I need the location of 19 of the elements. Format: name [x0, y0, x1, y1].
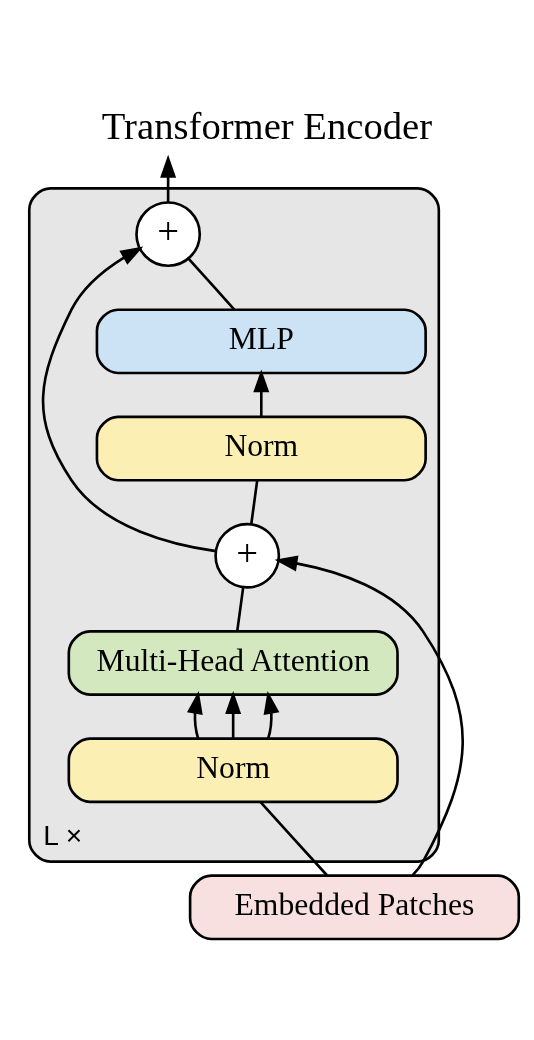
connector [250, 480, 259, 525]
node-box: Norm [67, 737, 399, 804]
arrow [186, 691, 203, 739]
arrow [263, 691, 280, 739]
node-box: Embedded Patches [188, 874, 521, 941]
node-box: Multi-Head Attention [67, 630, 399, 696]
arrow [225, 691, 242, 739]
connector [235, 587, 245, 632]
node-circle: + [214, 522, 281, 589]
arrow [274, 555, 464, 876]
arrow [160, 154, 177, 203]
arrow [41, 246, 217, 553]
diagram-title: Transformer Encoder [101, 105, 433, 147]
node-circle: + [135, 201, 202, 268]
connector [259, 801, 328, 877]
node-box: MLP [95, 308, 427, 375]
node-box: Norm [95, 415, 427, 482]
arrow [253, 369, 270, 417]
connector [187, 257, 236, 311]
